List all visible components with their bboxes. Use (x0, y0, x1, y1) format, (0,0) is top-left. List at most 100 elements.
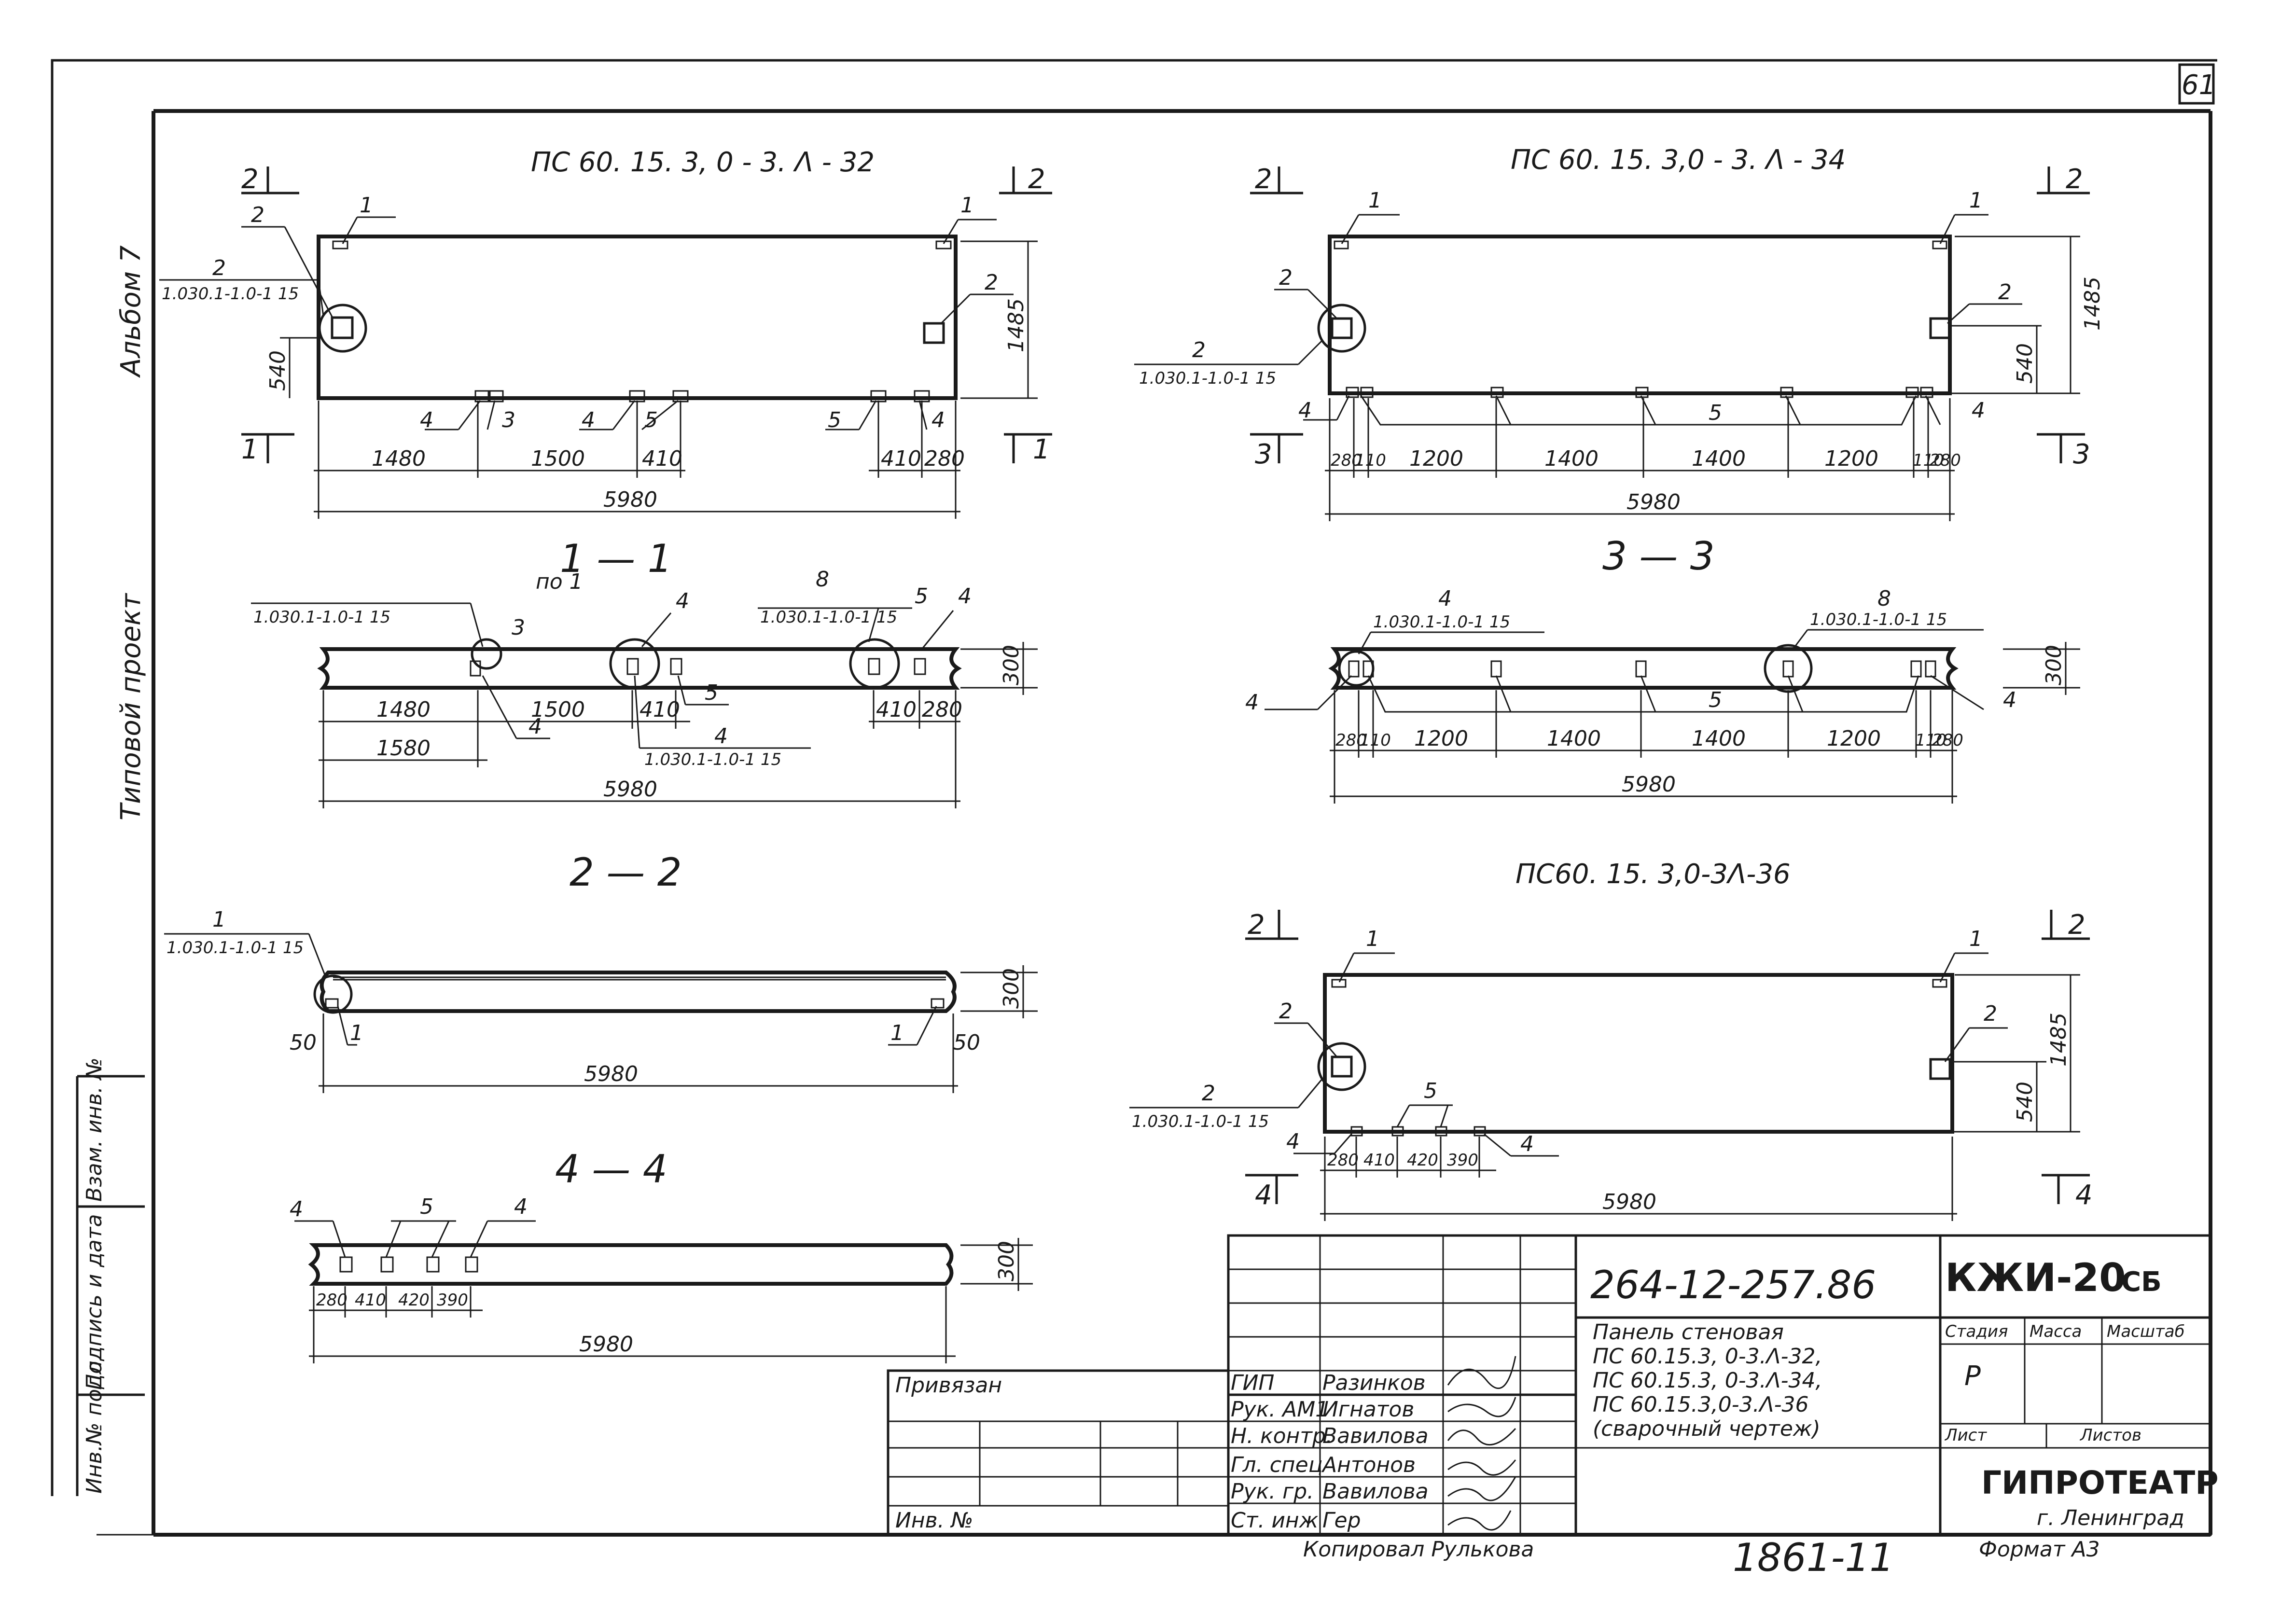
dimension: 390 (1447, 1151, 1478, 1170)
cut-mark: 2 (1248, 909, 1265, 941)
signature (1447, 1510, 1512, 1531)
role-name: Вавилова (1322, 1424, 1429, 1448)
dimension: 280 (1335, 731, 1367, 750)
drawing-suffix: СБ (2121, 1266, 2162, 1298)
signature (1447, 1397, 1516, 1417)
dimension: 1400 (1692, 726, 1746, 751)
cut-mark: 1 (1033, 434, 1050, 465)
dimension: 5980 (603, 777, 657, 802)
panel-32-outline (317, 235, 958, 400)
role-name: Гер (1322, 1508, 1361, 1533)
item-label: 4 (420, 408, 433, 432)
copied-by: Копировал Рулькова (1303, 1537, 1534, 1562)
signature (1447, 1356, 1516, 1389)
footer: Копировал Рулькова 1861-11 Формат А3 (1303, 1535, 2100, 1580)
view-34-title: ПС 60. 15. 3,0 - 3. Λ - 34 (1511, 144, 1846, 176)
cut-mark: 2 (1255, 164, 1272, 195)
dimension: 5980 (603, 487, 657, 512)
dimension: 300 (999, 645, 1024, 685)
dimension: 110 (1355, 451, 1386, 470)
item-label: 4 (1298, 398, 1312, 423)
sheet-label: Лист (1944, 1426, 1987, 1445)
dimension: 420 (1407, 1151, 1438, 1170)
stage-value: Р (1964, 1360, 1981, 1392)
sheet-frame: 61 (51, 59, 2217, 1537)
cut-mark: 1 (241, 434, 259, 465)
item-label: 2 (1192, 338, 1206, 362)
mass-label: Масса (2030, 1322, 2082, 1341)
dimension: 280 (316, 1291, 348, 1310)
item-label: 4 (958, 584, 972, 609)
section-11-slab (317, 647, 962, 690)
item-label: 1 (360, 193, 373, 218)
item-label: 2 (212, 256, 226, 280)
section-11-title: 1 — 1 (560, 536, 672, 581)
standard-ref: 1.030.1-1.0-1 15 (1373, 612, 1510, 632)
dimension: 1500 (531, 697, 585, 722)
dimension: 1200 (1827, 726, 1881, 751)
dimension: 410 (881, 446, 921, 471)
dimension: 5980 (584, 1062, 638, 1086)
scale-label: Масштаб (2107, 1322, 2185, 1341)
dimension: 280 (1331, 451, 1362, 470)
role-name: Антонов (1321, 1453, 1416, 1477)
item-label: 4 (931, 408, 945, 432)
role-label: Гл. спец (1231, 1453, 1323, 1477)
item-label: 5 (1709, 688, 1722, 712)
album-label: Альбом 7 (115, 245, 147, 378)
title-block: Привязан Инв. № ГИП Разинков Рук. АМ1 Иг… (887, 1234, 2219, 1536)
item-label: 2 (1279, 265, 1293, 290)
dimension: 280 (1930, 451, 1961, 470)
item-label: 2 (985, 270, 998, 295)
dimension: 5980 (1602, 1190, 1656, 1214)
item-label: 5 (828, 408, 841, 432)
dimension: 1500 (531, 446, 585, 471)
item-label: 5 (1424, 1079, 1437, 1103)
cut-mark: 3 (2073, 439, 2090, 470)
cut-mark: 4 (2075, 1180, 2093, 1211)
item-label: 1 (350, 1021, 363, 1045)
dimension: 410 (1363, 1151, 1395, 1170)
standard-ref: 1.030.1-1.0-1 15 (1810, 610, 1947, 629)
item-label: 4 (2003, 688, 2016, 712)
cut-mark: 4 (1255, 1180, 1272, 1211)
item-label: 4 (714, 724, 728, 749)
archive-number: 1861-11 (1733, 1535, 1894, 1580)
dimension: 280 (1327, 1151, 1359, 1170)
section-44-title: 4 — 4 (555, 1147, 667, 1192)
cut-mark: 2 (1028, 164, 1045, 195)
section-22-title: 2 — 2 (570, 850, 682, 895)
replace-inv-label: Взам. инв. № (82, 1057, 107, 1202)
role-name: Вавилова (1322, 1479, 1429, 1504)
section-3-3: 3 — 3 4 1.030.1-1.0-1 15 8 1.030.1-1.0-1… (1245, 534, 2080, 804)
item-label: 5 (644, 408, 658, 432)
inv-no-label: Инв.№ подл (82, 1360, 107, 1494)
standard-ref: 1.030.1-1.0-1 15 (644, 750, 781, 769)
dimension: 1485 (1004, 298, 1029, 352)
item-label: 2 (251, 203, 264, 227)
section-2-2: 2 — 2 1 1.030.1-1.0-1 15 1 1 50 50 5980 … (164, 850, 1038, 1093)
dimension: 420 (398, 1291, 430, 1310)
item-label: 4 (1520, 1132, 1534, 1156)
panel-34-outline (1328, 235, 1952, 395)
standard-ref: 1.030.1-1.0-1 15 (162, 284, 299, 304)
standard-ref: 1.030.1-1.0-1 15 (1132, 1112, 1269, 1131)
item-label: 1 (960, 193, 974, 218)
item-label: 2 (1984, 1001, 1997, 1026)
project-label: Типовой проект (115, 593, 147, 820)
inv-label: Инв. № (895, 1508, 973, 1533)
standard-ref: 1.030.1-1.0-1 15 (1139, 369, 1276, 388)
dimension: 110 (1915, 731, 1946, 750)
item-label: 4 (1286, 1129, 1300, 1154)
dimension: 300 (994, 1241, 1019, 1281)
dimension: 1485 (2046, 1013, 2071, 1067)
item-label: 1 (890, 1021, 904, 1045)
description-line: ПС 60.15.3, 0-3.Λ-34, (1593, 1368, 1822, 1393)
dimension: 300 (999, 968, 1024, 1009)
item-label: 4 (1438, 586, 1452, 611)
role-name: Разинков (1322, 1371, 1426, 1395)
cut-mark: 3 (1255, 439, 1272, 470)
item-label: 3 (512, 615, 525, 640)
dimension: 1400 (1547, 726, 1601, 751)
format-label: Формат А3 (1979, 1537, 2100, 1562)
